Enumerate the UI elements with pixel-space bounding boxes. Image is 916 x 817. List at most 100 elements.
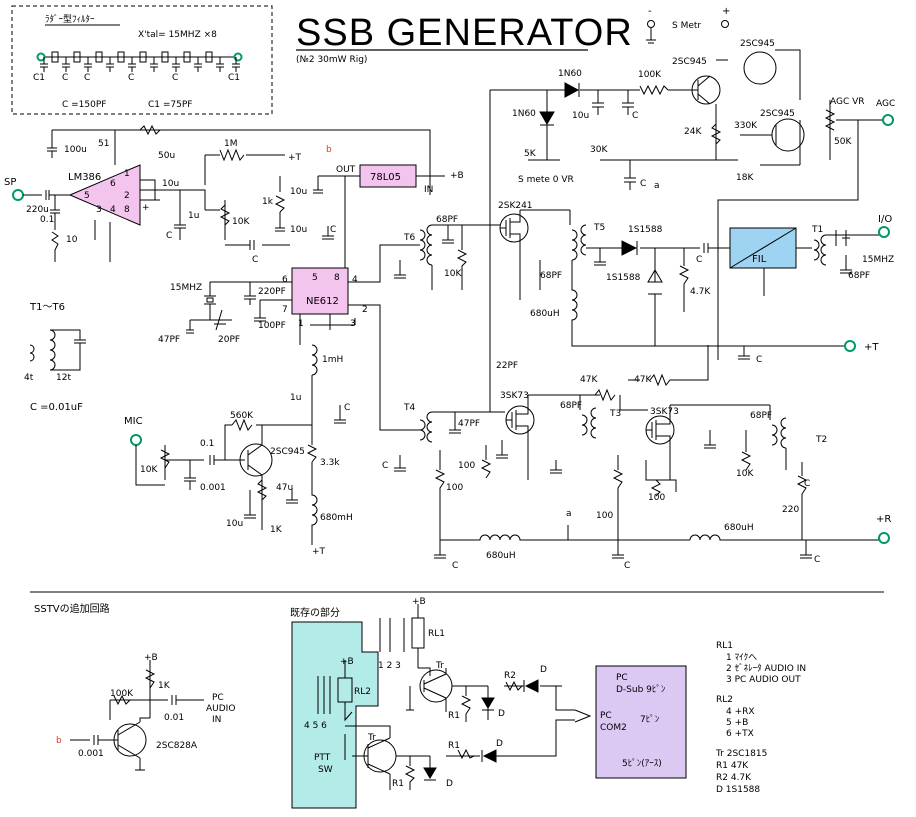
agc-label: AGC [876,99,895,109]
ladder-xtal-label: X'tal= 15MHZ ×8 [138,30,217,40]
smeter-circuit [489,49,888,360]
lm386-c1u: 1u [188,211,199,221]
note-rl1-1: 1 ﾏｲｸへ [726,652,757,663]
lm386-r1m: 1M [224,139,238,149]
mic-plus-t: +T [312,547,326,557]
pc-pin5: 5ﾋﾟﾝ(ｱｰｽ) [622,758,662,769]
ptt-rl1: RL1 [428,629,445,639]
mix-fet: 2SK241 [498,201,533,211]
sstv-r1k: 1K [158,681,171,691]
ladder-filter-heading: ﾗﾀﾞｰ型ﾌｨﾙﾀｰ [45,14,95,25]
note-d: D 1S1588 [716,785,760,795]
subtitle: (№2 30mW Rig) [296,55,367,65]
sp-label: SP [4,177,16,188]
note-rl2: RL2 [716,695,733,705]
ptt-d1: D [540,665,547,675]
lm386-pin8: 8 [124,205,130,215]
sstv-audio: AUDIO [206,704,235,714]
rx-c47pf: 47PF [458,419,480,429]
ne612-pin4: 4 [352,275,358,285]
lm386-plus-t: +T [288,153,302,163]
rx-c68: 68PF [560,401,582,411]
notes-block: RL1 1 ﾏｲｸへ 2 ｾﾞﾈﾚｰﾀ AUDIO IN 3 PC AUDIO … [715,641,806,795]
ladder-filter-box [11,5,273,115]
rx-t2: T2 [815,435,827,445]
mic-l680: 680mH [320,513,353,523]
mic-r560k: 560K [230,411,254,421]
78l05-c: C [330,225,336,235]
rx-r47k1: 47K [580,375,598,385]
ne612-pin6: 6 [282,275,288,285]
rx-r100a: 100 [458,461,475,471]
ptt-tr1: Tr [435,661,444,671]
lm386-pin3: 3 [96,205,102,215]
ne612-ic [291,267,349,315]
78l05-r1k: 1k [262,197,274,207]
smeter-r24k-label: 24K [684,127,702,137]
t-legend-title: T1〜T6 [29,302,65,313]
b-marker-top: b [326,145,332,155]
smeter-tr1-label: 2SC945 [672,57,707,67]
sstv-in: IN [212,715,221,725]
page-title: SSB GENERATOR [296,12,633,54]
mic-transistor: 2SC945 [270,447,305,457]
smeter-tr3-label: 2SC945 [760,109,795,119]
mic-c01: 0.1 [200,439,214,449]
ptt-r1-a: R1 [448,711,460,721]
sstv-r100k: 100K [110,689,134,699]
note-rl2-4: 4 +RX [726,707,755,717]
ne612-xtal: 15MHZ [170,283,202,293]
ladder-c1-value: C1 =75PF [148,100,192,110]
rx-r100c: 100 [596,511,613,521]
smetr-plus-terminal [721,20,729,28]
plus-r-terminal[interactable] [878,532,890,544]
smeter-r30k-label: 30K [590,145,608,155]
plus-t-label: +T [864,342,879,353]
smeter-r50k-label: 50K [834,137,852,147]
mix-c68b: 68PF [540,271,562,281]
mic-c47u: 47u [276,483,293,493]
rx-c1: C [452,561,458,571]
sstv-c0001: 0.001 [78,749,104,759]
lm386-c100u: 100u [64,145,87,155]
lm386-pin1: 1 [124,169,130,179]
ptt-plus-b: +B [340,657,354,667]
mic-terminal[interactable] [130,434,142,446]
rx-c3: C [814,555,820,565]
rx-r100b: 100 [446,483,463,493]
ptt-rl2-pins: 4 5 6 [304,721,327,731]
pc-box [595,665,687,779]
ne612-pin3: 3 [350,319,356,329]
lm386-pin4: 4 [110,205,116,215]
ptt-heading: 既存の部分 [290,606,340,619]
ptt-d4: D [496,739,503,749]
mic-r33k: 3.3k [320,458,340,468]
ne612-c220: 220PF [258,287,286,297]
io-terminal[interactable] [878,226,890,238]
ptt-rl1-pins: 1 2 3 [378,661,401,671]
mix-r10k: 10K [444,269,462,279]
mixer-wiring [394,209,882,400]
note-rl1-2: 2 ｾﾞﾈﾚｰﾀ AUDIO IN [726,663,806,674]
ptt-wiring [317,604,592,790]
ladder-c-3: C [128,73,134,83]
lm386-c01: 0.1 [40,215,54,225]
ne612-c47: 47PF [158,335,180,345]
ladder-c-1: C [62,73,68,83]
ptt-d3: D [446,779,453,789]
b-marker-bottom: b [56,736,62,746]
sstv-wiring [70,660,204,771]
lm386-r51: 51 [98,139,109,149]
mic-r1k: 1K [270,525,283,535]
ptt-rl2: RL2 [354,687,371,697]
smetr-minus: - [648,6,652,17]
svg-text:+: + [722,6,730,17]
agc-terminal[interactable] [882,114,894,126]
ne612-input-c: C [252,255,258,265]
sp-terminal[interactable] [12,189,24,201]
mix-c68: 68PF [436,215,458,225]
plus-t-terminal[interactable] [844,340,856,352]
lm386-name: LM386 [68,172,101,183]
mic-c10u: 10u [226,519,243,529]
io-label: I/O [878,214,892,225]
